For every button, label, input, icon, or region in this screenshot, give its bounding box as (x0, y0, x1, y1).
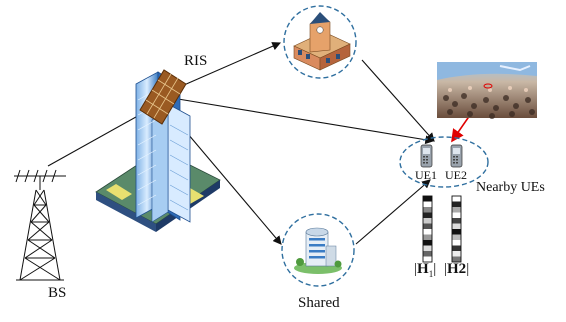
link-top-house-to-ues (361, 59, 435, 142)
ris-panel-icon (139, 69, 187, 125)
channel-bar-cell (452, 240, 461, 246)
channel-bar-cell (452, 256, 461, 262)
channel-bar-outline (422, 195, 433, 263)
channel-bar-cell (452, 234, 461, 240)
mobile-phone-icon (450, 144, 463, 168)
h1-subscript: 1 (428, 269, 434, 279)
link-shared-to-ues (355, 179, 431, 245)
nearby-ues-label: Nearby UEs (476, 180, 545, 195)
h1-close-bar: | (433, 261, 437, 277)
channel-magnitude-bar-h2 (451, 195, 462, 263)
office-tower-building-icon (294, 227, 342, 274)
channel-bar-cell (423, 229, 432, 235)
channel-bar-cell (452, 218, 461, 224)
bs-label: BS (48, 285, 67, 301)
channel-bar-cell (423, 196, 432, 202)
channel-bar-cell (423, 207, 432, 213)
skyscraper-with-ris-panel-icon (95, 69, 221, 232)
channel-bar-cell (423, 234, 432, 240)
channel-bar-cell (423, 201, 432, 207)
nearby-ues-node (399, 136, 489, 188)
channel-bar-cell (423, 256, 432, 262)
channel-bar-cell (423, 212, 432, 218)
top-house-node (283, 5, 357, 79)
town-hall-building-icon (293, 12, 351, 71)
channel-bar-cell (452, 229, 461, 235)
h2-open-bar: | (444, 261, 448, 277)
channel-bar-cell (452, 223, 461, 229)
shared-house-node (281, 213, 355, 287)
channel-bar-cell (423, 245, 432, 251)
channel-bar-cell (423, 218, 432, 224)
signal-links (47, 42, 487, 245)
channel-bar-cell (423, 251, 432, 257)
channel-bar-cell (452, 207, 461, 213)
h2-magnitude-label: |H2| (444, 262, 469, 277)
channel-bar-cell (423, 240, 432, 246)
h1-symbol: H (417, 261, 429, 277)
channel-bar-outline (451, 195, 462, 263)
channel-bar-cell (423, 223, 432, 229)
stadium-crowd-photo-icon (437, 62, 537, 119)
channel-magnitude-bar-h1 (422, 195, 433, 263)
channel-bar-cell (452, 201, 461, 207)
h2-close-bar: | (466, 261, 470, 277)
channel-bar-cell (452, 196, 461, 202)
h2-symbol: H2 (447, 261, 467, 277)
channel-bar-cell (452, 251, 461, 257)
ris-label: RIS (184, 53, 208, 69)
link-ris-to-nearby-ues (171, 97, 435, 145)
ue1-label: UE1 (415, 168, 437, 182)
shared-label: Shared (298, 295, 340, 311)
link-bs-to-ris (47, 107, 153, 167)
h1-magnitude-label: |H1| (414, 262, 436, 279)
channel-bar-cell (452, 212, 461, 218)
channel-bar-cell (452, 245, 461, 251)
h1-open-bar: | (414, 261, 418, 277)
ue2-label: UE2 (445, 168, 467, 182)
mobile-phone-icon (420, 144, 433, 168)
lattice-tower-antenna-icon (14, 169, 66, 281)
